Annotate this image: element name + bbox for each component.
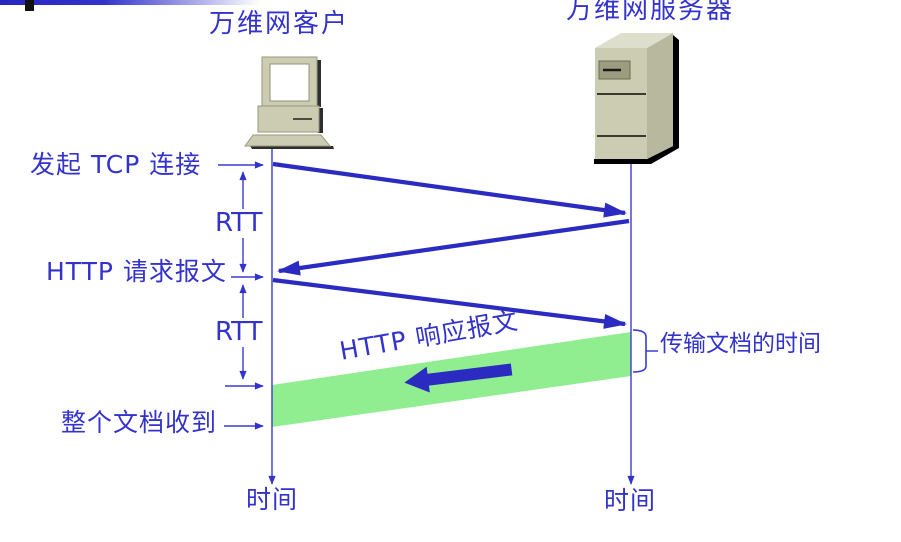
server-tower-icon	[594, 33, 679, 164]
tcp-connect-label: 发起 TCP 连接	[30, 150, 202, 179]
http-request-label: HTTP 请求报文	[46, 257, 227, 286]
transfer-time-label: 传输文档的时间	[660, 331, 821, 357]
rtt2-label: RTT	[212, 318, 266, 347]
message-arrows	[272, 161, 630, 329]
rtt1-label: RTT	[212, 209, 266, 238]
server-time-axis-label: 时间	[604, 486, 657, 515]
client-time-axis-label: 时间	[246, 485, 299, 514]
tcp-syn-arrow	[272, 161, 627, 218]
server-title: 万维网服务器	[566, 0, 735, 25]
http-response-arrow	[404, 363, 513, 393]
doc-received-label: 整个文档收到	[61, 408, 218, 437]
tcp-synack-arrow	[277, 218, 630, 276]
transfer-time-bracket	[632, 329, 658, 373]
client-computer-icon	[244, 56, 334, 149]
slide-accent-bar	[0, 0, 260, 11]
http-request-arrow	[272, 277, 627, 329]
client-title: 万维网客户	[209, 9, 350, 39]
event-ticks	[218, 161, 264, 430]
